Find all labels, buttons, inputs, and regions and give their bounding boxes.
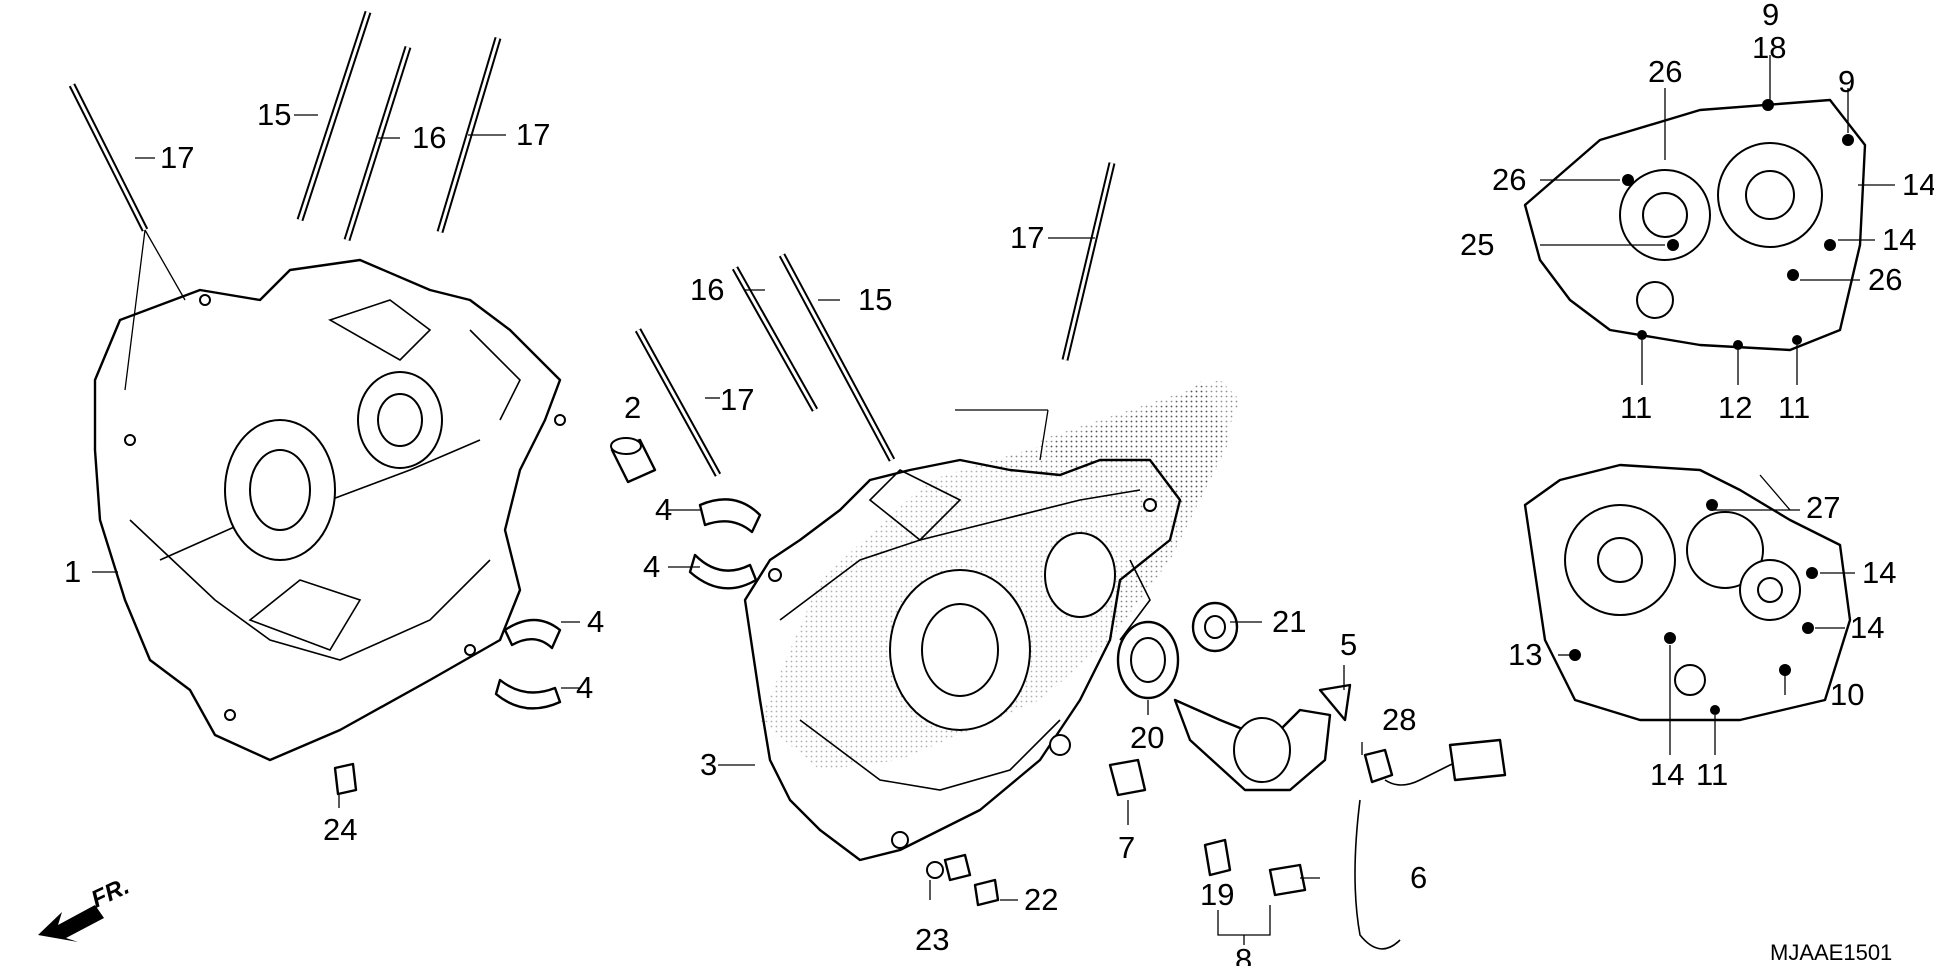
callout-11: 11 <box>1620 390 1652 425</box>
front-direction-arrow: FR. <box>38 873 134 942</box>
callout-26: 26 <box>1868 262 1902 297</box>
callout-6: 6 <box>1410 860 1427 895</box>
callout-15: 15 <box>858 282 892 317</box>
drawing-code: MJAAE1501 <box>1770 940 1892 965</box>
callout-14: 14 <box>1650 757 1684 792</box>
callout-numbers: 17 15 16 17 1 24 2 4 4 4 4 17 16 15 17 3… <box>64 0 1934 966</box>
callout-17: 17 <box>516 117 550 152</box>
callout-3: 3 <box>700 747 717 782</box>
callout-5: 5 <box>1340 627 1357 662</box>
callout-11: 11 <box>1778 390 1810 425</box>
callout-4: 4 <box>587 604 604 639</box>
crankcase-gasket-upper <box>1523 98 1867 352</box>
callout-26: 26 <box>1492 162 1526 197</box>
callout-19: 19 <box>1200 877 1234 912</box>
callout-14: 14 <box>1882 222 1916 257</box>
callout-17: 17 <box>160 140 194 175</box>
crankcase-gasket-lower <box>1523 463 1852 722</box>
callout-10: 10 <box>1830 677 1864 712</box>
leader-lines <box>92 55 1895 945</box>
callout-18: 18 <box>1752 30 1786 65</box>
callout-2: 2 <box>624 390 641 425</box>
callout-4: 4 <box>655 492 672 527</box>
callout-25: 25 <box>1460 227 1494 262</box>
right-crankcase-half <box>743 380 1240 862</box>
callout-16: 16 <box>690 272 724 307</box>
callout-4: 4 <box>643 549 660 584</box>
callout-17: 17 <box>720 382 754 417</box>
callout-14: 14 <box>1902 167 1934 202</box>
right-side-small-parts <box>926 601 1507 950</box>
callout-11: 11 <box>1696 757 1728 792</box>
callout-12: 12 <box>1718 390 1752 425</box>
callout-14: 14 <box>1862 555 1896 590</box>
left-crankcase-half <box>93 258 566 762</box>
stud-bolts-center <box>634 162 1116 477</box>
callout-8: 8 <box>1235 942 1252 966</box>
callout-21: 21 <box>1272 604 1306 639</box>
callout-4: 4 <box>576 670 593 705</box>
callout-16: 16 <box>412 120 446 155</box>
callout-13: 13 <box>1508 637 1542 672</box>
callout-24: 24 <box>323 812 357 847</box>
callout-23: 23 <box>915 922 949 957</box>
callout-15: 15 <box>257 97 291 132</box>
callout-9: 9 <box>1838 64 1855 99</box>
callout-20: 20 <box>1130 720 1164 755</box>
callout-14: 14 <box>1850 610 1884 645</box>
callout-22: 22 <box>1024 882 1058 917</box>
small-parts-left <box>333 437 762 796</box>
callout-1: 1 <box>64 554 81 589</box>
callout-26: 26 <box>1648 54 1682 89</box>
callout-28: 28 <box>1382 702 1416 737</box>
callout-17: 17 <box>1010 220 1044 255</box>
callout-9: 9 <box>1762 0 1779 32</box>
callout-7: 7 <box>1118 830 1135 865</box>
callout-27: 27 <box>1806 490 1840 525</box>
